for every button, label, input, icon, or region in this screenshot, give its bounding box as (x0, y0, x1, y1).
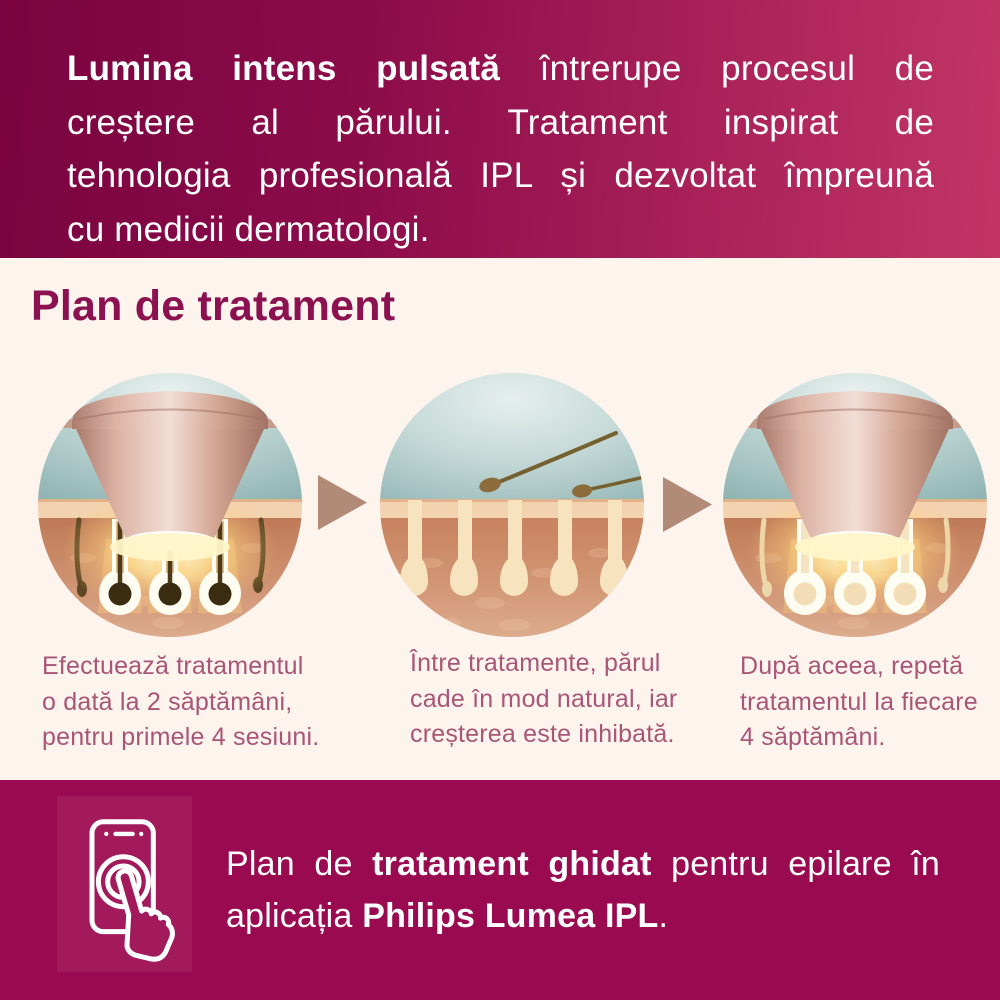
fallen-hair-1 (479, 431, 618, 493)
arrow-right-icon (318, 475, 367, 530)
hair-shedding-skin-illustration (380, 373, 644, 637)
ipl-device (62, 391, 278, 561)
brand-name: Philips Lumea IPL (362, 897, 659, 935)
app-icon-panel (57, 796, 192, 972)
step-3-caption: După aceea, repetă tratamentul la fiecar… (740, 652, 978, 751)
intro-line-3: tehnologia profesională IPL și dezvoltat… (67, 156, 934, 195)
promo-line-2: aplicația Philips Lumea IPL. (226, 897, 669, 935)
ipl-device-flash-smooth-skin-illustration (723, 373, 987, 637)
arrow-right-icon (663, 477, 712, 532)
intro-line-4: cu medicii dermatologi. (67, 209, 430, 249)
glowing-follicles-with-hair (99, 519, 241, 616)
phone-tap-icon (89, 819, 175, 962)
tapping-hand (115, 868, 175, 962)
top-banner: Lumina intens pulsată întrerupe procesul… (0, 0, 1000, 258)
promo-line-1: Plan de tratament ghidat pentru epilare … (226, 845, 940, 883)
empty-follicles (400, 500, 628, 596)
ipl-device (747, 391, 963, 561)
ipl-device-flash-hairy-skin-illustration (38, 373, 302, 637)
intro-line-1: Lumina intens pulsată întrerupe procesul… (67, 49, 934, 88)
intro-line-2: creștere al părului. Tratament inspirat … (67, 102, 934, 142)
bottom-banner: Plan de tratament ghidat pentru epilare … (0, 780, 1000, 1000)
intro-bold-text: Lumina intens pulsată (67, 49, 501, 88)
step-1-caption: Efectuează tratamentul o dată la 2 săptă… (42, 652, 320, 751)
step-2-caption: Între tratamente, părul cade în mod natu… (410, 649, 678, 748)
app-promo-text: Plan de tratament ghidat pentru epilare … (226, 838, 940, 942)
page-title: Plan de tratament (31, 282, 396, 330)
